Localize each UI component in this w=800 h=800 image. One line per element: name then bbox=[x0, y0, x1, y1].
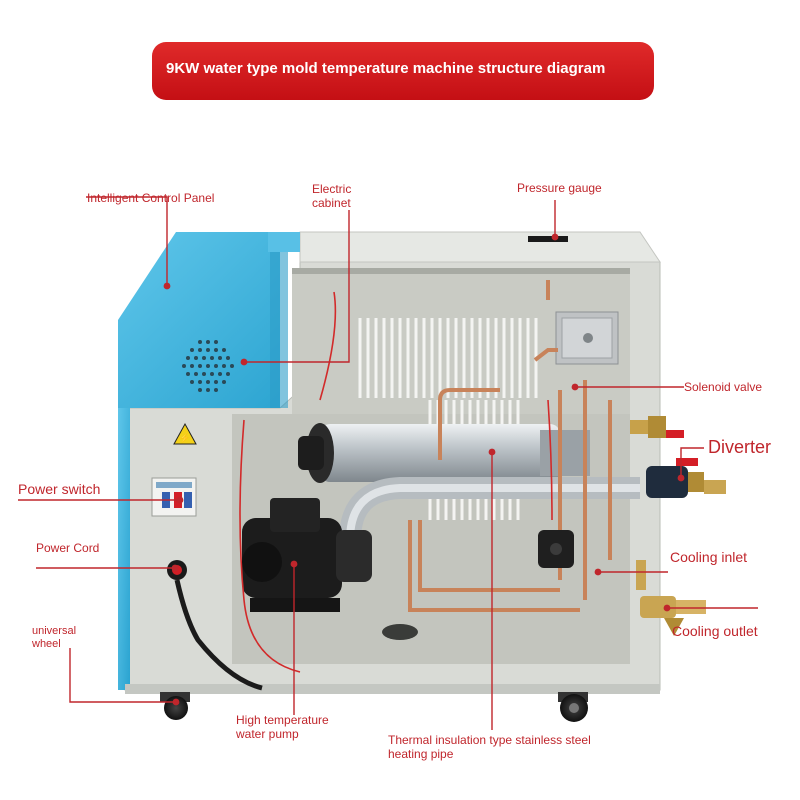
side-valves bbox=[630, 416, 726, 636]
label-control-panel: Intelligent Control Panel bbox=[87, 191, 215, 205]
callout-lines bbox=[18, 196, 758, 730]
solenoid-junction-box bbox=[555, 311, 619, 365]
control-panel bbox=[118, 232, 300, 408]
warning-sticker: ⚡ bbox=[173, 422, 197, 445]
water-pump bbox=[242, 498, 372, 612]
wheels bbox=[160, 692, 588, 722]
diagram-title: 9KW water type mold temperature machine … bbox=[166, 60, 606, 77]
label-power-switch: Power switch bbox=[18, 481, 101, 497]
label-electric-cabinet-2: cabinet bbox=[312, 196, 351, 210]
label-universal-wheel-1: universal bbox=[32, 625, 77, 637]
svg-text:⚡: ⚡ bbox=[179, 432, 190, 444]
solenoid-valve-icon bbox=[538, 530, 574, 568]
label-heating-pipe-2: heating pipe bbox=[388, 747, 454, 761]
copper-tubes bbox=[408, 280, 612, 612]
title-banner: 9KW water type mold temperature machine … bbox=[152, 42, 654, 100]
heating-pipe bbox=[298, 423, 590, 483]
label-heating-pipe-1: Thermal insulation type stainless steel bbox=[388, 733, 591, 747]
label-universal-wheel-2: wheel bbox=[32, 638, 61, 650]
label-solenoid-valve: Solenoid valve bbox=[684, 380, 763, 394]
lower-tube bbox=[339, 477, 640, 541]
red-wiring bbox=[239, 291, 553, 673]
pressure-gauge-slot bbox=[528, 236, 568, 242]
label-pump-2: water pump bbox=[236, 727, 299, 741]
speaker-grille-icon bbox=[182, 340, 234, 392]
label-pressure-gauge: Pressure gauge bbox=[517, 181, 602, 195]
drain-hole bbox=[382, 624, 418, 640]
label-power-cord: Power Cord bbox=[36, 541, 100, 555]
callout-dots bbox=[163, 233, 685, 706]
label-diverter: Diverter bbox=[708, 437, 772, 457]
label-electric-cabinet-1: Electric bbox=[312, 182, 352, 196]
power-switch-box bbox=[151, 477, 197, 517]
label-cooling-outlet: Cooling outlet bbox=[672, 623, 758, 639]
label-pump-1: High temperature bbox=[236, 713, 329, 727]
label-cooling-inlet: Cooling inlet bbox=[670, 549, 748, 565]
